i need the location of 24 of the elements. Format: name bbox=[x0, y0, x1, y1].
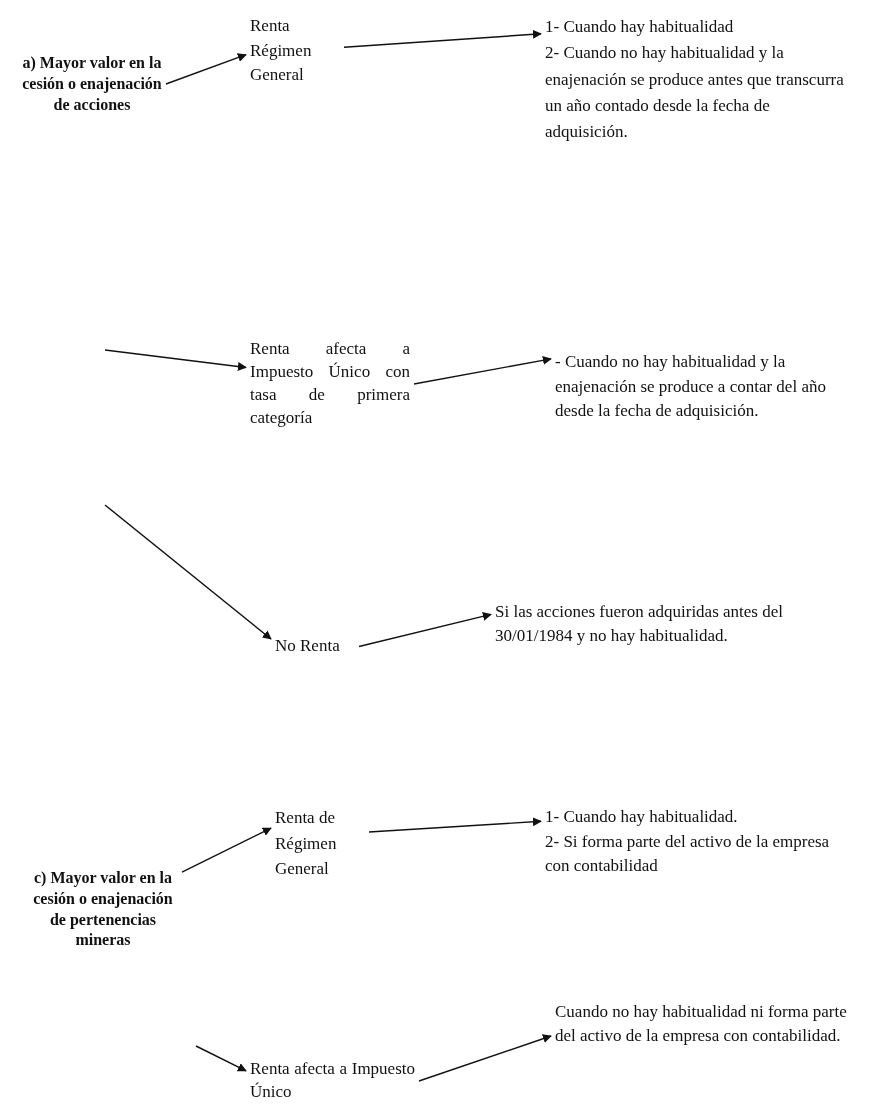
node-text: a) Mayor valor en la cesión o enajenación de acciones bbox=[22, 53, 162, 115]
node-text: Renta afecta a Impuesto Único con tasa de primera categoría bbox=[250, 338, 410, 429]
list-item: 1- Cuando hay habitualidad bbox=[545, 16, 735, 38]
list-item: 2- Si forma parte del activo de la empresa con contabilidad bbox=[545, 830, 831, 878]
node-text: Si las acciones fueron adquiridas antes del 30/01/1984 y no hay habitualidad. bbox=[495, 601, 784, 647]
node-text: c) Mayor valor en la cesión o enajenación de pertenencias mineras bbox=[32, 868, 174, 951]
list-item: 2- Cuando no hay habitualidad y la enajenación se produce antes que transcurra un año contado desde la fecha de adquisición. bbox=[545, 42, 845, 144]
arrow bbox=[368, 817, 542, 833]
node-text: Renta afecta a Impuesto Único bbox=[250, 1058, 415, 1103]
arrow bbox=[358, 611, 492, 648]
node-text: Cuando no hay habitualidad ni forma parte del activo de la empresa con contabilidad. bbox=[555, 1001, 848, 1047]
node-text: Renta de Régimen General bbox=[275, 807, 338, 880]
arrow bbox=[181, 827, 272, 873]
arrow bbox=[104, 349, 247, 371]
node-text: - Cuando no hay habitualidad y la enajenación se produce a contar del año desde la fecha de adquisición. bbox=[555, 351, 827, 423]
arrow bbox=[165, 53, 247, 85]
arrow bbox=[418, 1034, 552, 1082]
arrow bbox=[104, 504, 272, 640]
arrow bbox=[413, 355, 552, 385]
node-text: Renta Régimen General bbox=[250, 15, 313, 87]
arrow bbox=[195, 1045, 247, 1072]
list-item: 1- Cuando hay habitualidad. bbox=[545, 806, 739, 828]
arrow bbox=[343, 29, 542, 48]
node-text: No Renta bbox=[275, 635, 341, 657]
